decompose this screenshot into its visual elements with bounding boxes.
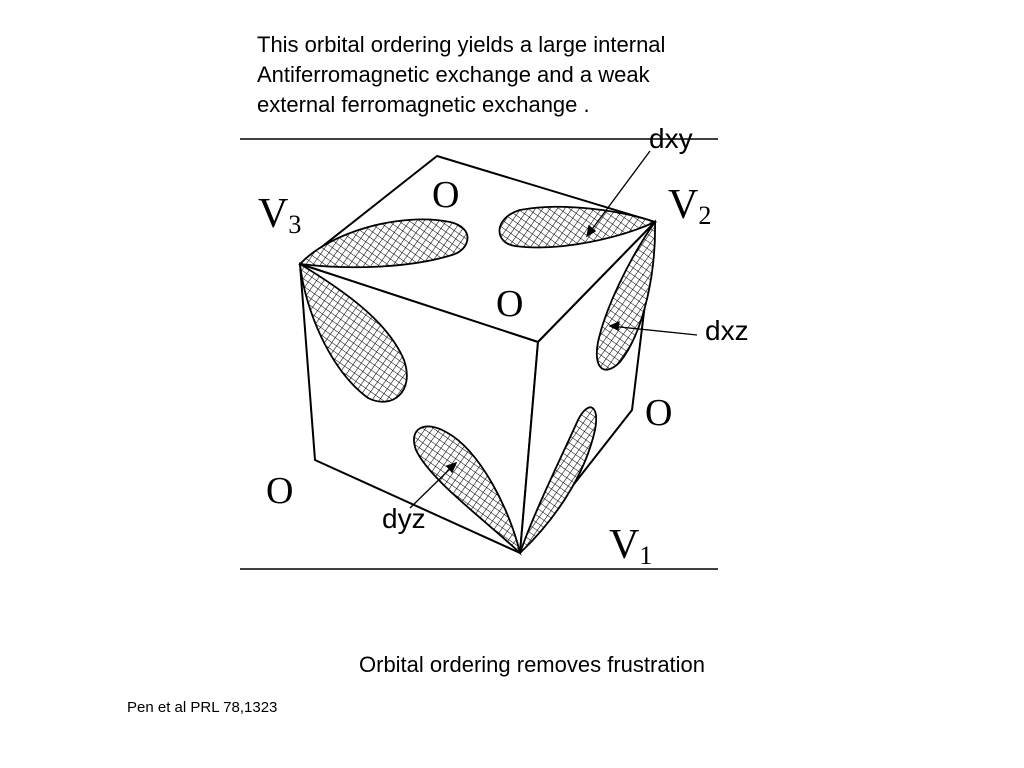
dyz-lobe-right — [519, 406, 598, 554]
dyz-lobe-left — [413, 425, 522, 556]
dxz-arrowhead — [608, 320, 620, 331]
dxy-lobe-v2 — [498, 205, 658, 249]
dxy-arrowhead — [586, 224, 597, 238]
dxz-lobe-right — [595, 219, 656, 371]
orbital-lobes — [298, 205, 658, 556]
dxz-label: dxz — [705, 315, 749, 346]
citation-text: Pen et al PRL 78,1323 — [127, 699, 278, 716]
intro-line-2: Antiferromagnetic exchange and a weak — [257, 62, 650, 87]
vertex-label-v3: V3 — [258, 191, 301, 239]
dyz-pointer — [409, 462, 457, 509]
dyz-label: dyz — [382, 503, 426, 534]
oxygen-labels: O O O O — [266, 174, 672, 512]
dxy-label: dxy — [649, 123, 693, 154]
dxy-lobe-v3 — [298, 218, 469, 269]
oxygen-label-right: O — [645, 392, 672, 434]
intro-line-3: external ferromagnetic exchange . — [257, 92, 590, 117]
oxygen-label-center: O — [496, 283, 523, 325]
vertex-label-v2: V2 — [668, 182, 711, 230]
intro-text: This orbital ordering yields a large int… — [257, 30, 665, 120]
oxygen-label-top: O — [432, 174, 459, 216]
dxz-pointer — [609, 325, 698, 336]
vertex-label-v1: V1 — [609, 522, 652, 570]
caption-text: Orbital ordering removes frustration — [359, 652, 706, 677]
dxz-lobe-left — [298, 262, 408, 403]
dxy-pointer — [586, 150, 651, 237]
dyz-arrowhead — [445, 461, 458, 474]
intro-line-1: This orbital ordering yields a large int… — [257, 32, 666, 57]
oxygen-label-bottom-left: O — [266, 470, 293, 512]
label-pointers — [409, 150, 698, 509]
